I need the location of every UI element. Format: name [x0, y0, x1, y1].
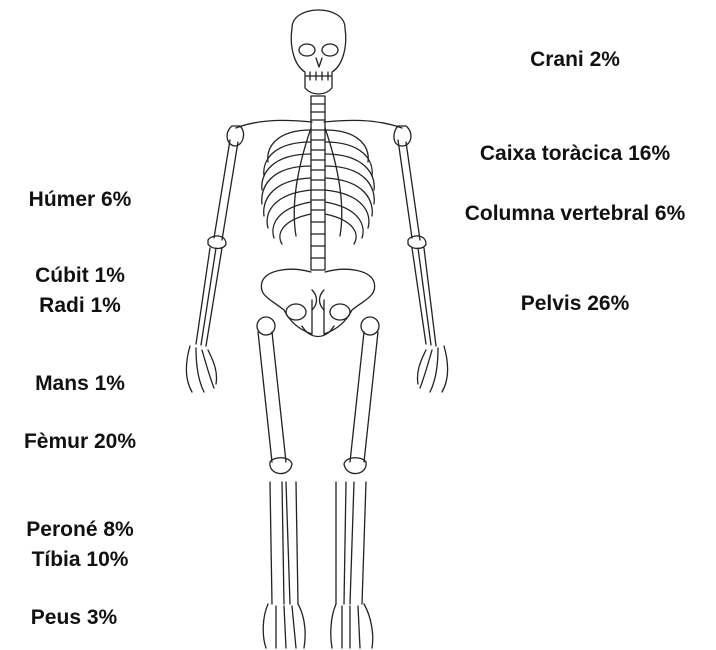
right-leg — [331, 317, 379, 648]
label-tibia: Tíbia 10% — [32, 548, 129, 572]
label-perone: Peroné 8% — [26, 518, 133, 542]
spine — [311, 96, 325, 270]
rib-cage — [262, 128, 374, 244]
left-arm — [187, 140, 239, 392]
label-pelvis: Pelvis 26% — [521, 292, 630, 316]
right-arm — [398, 140, 448, 392]
label-caixa-toracica: Caixa toràcica 16% — [480, 142, 670, 166]
label-radi: Radi 1% — [39, 294, 121, 318]
label-columna-vertebral: Columna vertebral 6% — [465, 202, 686, 226]
skeleton-illustration — [170, 0, 470, 650]
label-peus: Peus 3% — [31, 606, 117, 630]
label-crani: Crani 2% — [530, 48, 620, 72]
left-leg — [257, 317, 305, 648]
shoulders — [227, 120, 411, 146]
skull — [291, 10, 346, 94]
pelvis — [261, 269, 374, 336]
label-cubit: Cúbit 1% — [35, 264, 125, 288]
label-humer: Húmer 6% — [29, 188, 132, 212]
label-femur: Fèmur 20% — [24, 430, 136, 454]
label-mans: Mans 1% — [35, 372, 125, 396]
